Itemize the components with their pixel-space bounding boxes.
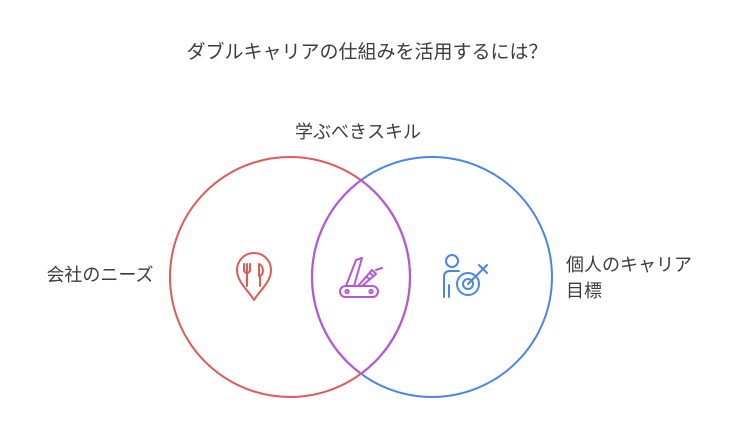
person-target-icon: [443, 254, 488, 298]
right-set-label-line1: 個人のキャリア: [566, 255, 692, 276]
location-pin-utensils-icon: [236, 252, 272, 301]
left-set-label: 会社のニーズ: [46, 265, 153, 286]
multitool-knife-icon: [339, 257, 383, 298]
right-set-circle: [311, 156, 553, 398]
overlap-label: 学ぶべきスキル: [295, 122, 421, 143]
right-set-label-line2: 目標: [566, 281, 602, 302]
intersection-outline: [310, 157, 410, 397]
intersection-outline-inner: [312, 157, 412, 397]
diagram-title: ダブルキャリアの仕組みを活用するには？: [186, 40, 547, 63]
